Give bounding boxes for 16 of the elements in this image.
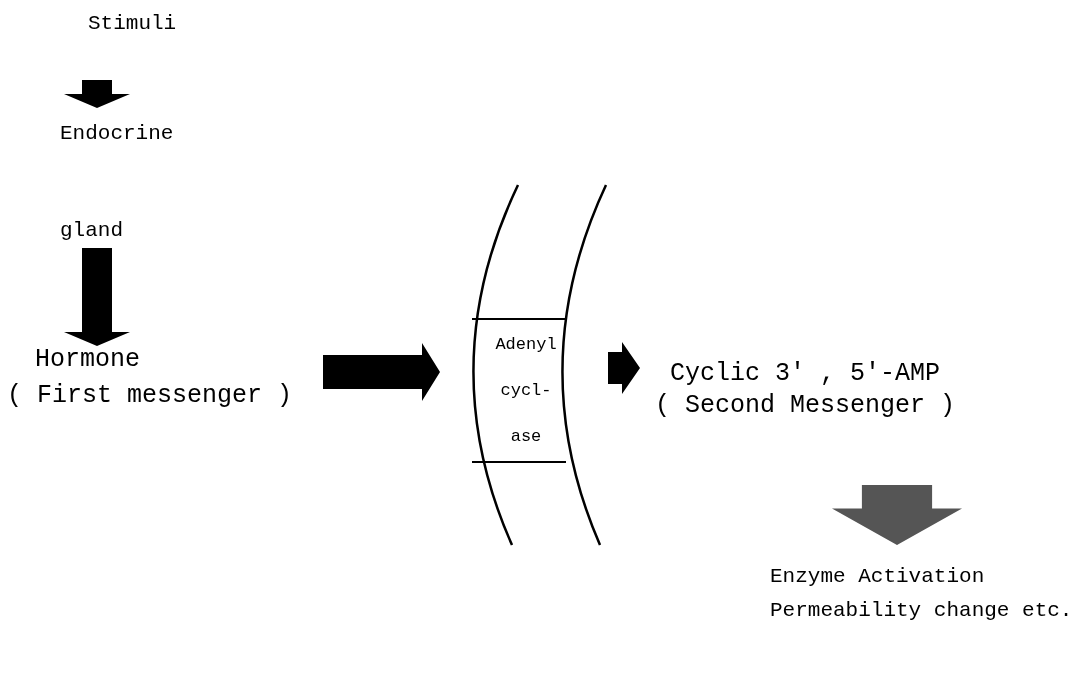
node-text: Stimuli — [88, 11, 178, 37]
node-text: Endocrine — [60, 121, 175, 147]
block-arrow — [832, 485, 962, 545]
node-text: Hormone — [34, 346, 142, 374]
node-text: Enzyme Activation — [770, 564, 986, 590]
block-arrow — [64, 80, 130, 108]
block-arrow — [608, 342, 640, 394]
block-arrow — [323, 343, 440, 401]
node-text: gland — [60, 217, 124, 244]
block-arrow — [64, 248, 130, 346]
node-text: Permeability change etc. — [770, 597, 1074, 624]
node-text: ( Second Messenger ) — [654, 392, 956, 420]
node-text: ( First messenger ) — [7, 382, 294, 410]
node-text: Adenyl cycl- ase — [494, 333, 558, 448]
enzyme-box — [472, 318, 566, 463]
node-text: Cyclic 3' , 5'-AMP — [669, 360, 940, 388]
